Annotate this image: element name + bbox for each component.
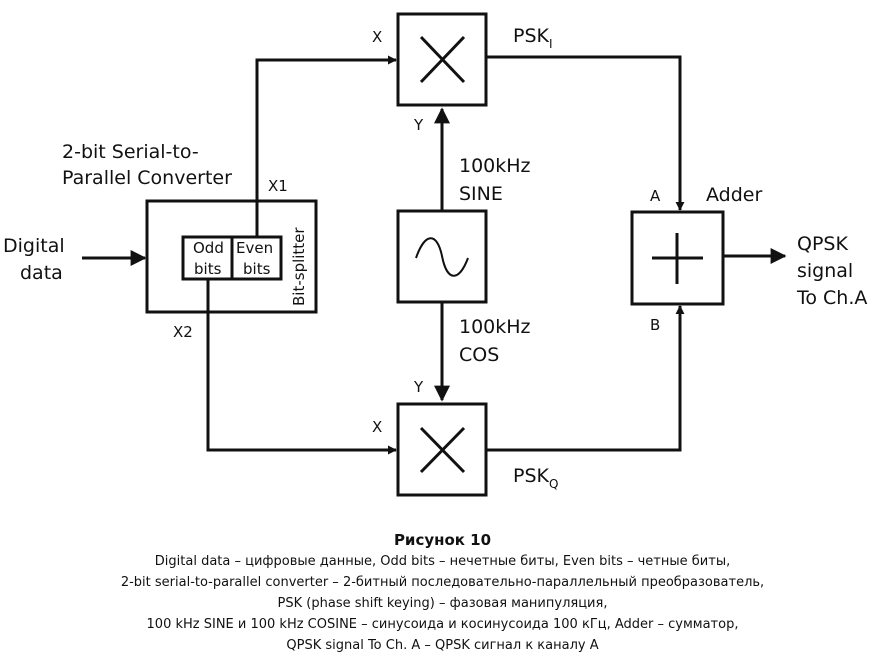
converter-title-line2: Parallel Converter [62, 167, 232, 189]
bottom-multiplier-x-label: X [372, 418, 382, 436]
caption-title: Рисунок 10 [393, 531, 492, 549]
adder-input-a-label: A [650, 187, 661, 205]
top-multiplier-cross-2 [419, 35, 466, 84]
sine-wave-symbol [415, 237, 469, 277]
even-bits-label-line1: Even [236, 239, 273, 257]
cos-label-line1: 100kHz [459, 316, 531, 338]
qpsk-block-diagram: Digital data 2-bit Serial-to- Parallel C… [3, 12, 867, 497]
top-multiplier-x-label: X [372, 28, 382, 46]
caption-line: 2-bit serial-to-parallel converter – 2-б… [120, 575, 765, 590]
x2-label: X2 [173, 323, 193, 341]
x1-line [255, 55, 397, 237]
sine-label-line2: SINE [459, 183, 503, 205]
caption-line: 100 kHz SINE и 100 kHz COSINE – синусоид… [146, 617, 739, 632]
bottom-multiplier-y-label: Y [413, 378, 424, 396]
psk-i-subscript: I [549, 37, 553, 51]
psk-i-base: PSK [513, 25, 550, 47]
caption-line: QPSK signal To Ch. A – QPSK сигнал к кан… [286, 638, 599, 653]
output-label-line1: QPSK [797, 233, 848, 255]
odd-bits-label-line1: Odd [193, 239, 224, 257]
adder-box [630, 210, 725, 306]
sine-label-line1: 100kHz [459, 155, 531, 177]
output-label-line2: signal [797, 260, 853, 282]
converter-title-line1: 2-bit Serial-to- [62, 141, 199, 163]
top-multiplier-y-label: Y [413, 116, 424, 134]
top-multiplier-box [396, 12, 488, 107]
psk-q-label: PSKQ [513, 465, 558, 491]
psk-q-subscript: Q [549, 477, 558, 491]
caption-line: Digital data – цифровые данные, Odd bits… [154, 554, 731, 569]
x2-line [206, 279, 397, 455]
psk-q-line [486, 305, 685, 452]
psk-q-base: PSK [513, 465, 550, 487]
odd-bits-label-line2: bits [194, 260, 222, 278]
input-label-line1: Digital [3, 235, 65, 257]
input-label-line2: data [20, 262, 63, 284]
adder-input-b-label: B [650, 316, 660, 334]
figure-caption: Рисунок 10 Digital data – цифровые данны… [0, 530, 885, 656]
serial-to-parallel-converter-box [145, 199, 318, 314]
psk-i-line [486, 55, 685, 211]
x1-label: X1 [268, 177, 288, 195]
output-label-line3: To Ch.A [796, 287, 867, 309]
psk-i-label: PSKI [513, 25, 553, 51]
bit-splitter-label: Bit-splitter [290, 227, 308, 306]
bottom-multiplier-cross-2 [419, 426, 466, 474]
even-bits-label-line2: bits [243, 260, 271, 278]
cos-label-line2: COS [459, 344, 499, 366]
caption-line: PSK (phase shift keying) – фазовая манип… [277, 596, 608, 611]
adder-label: Adder [706, 184, 762, 206]
